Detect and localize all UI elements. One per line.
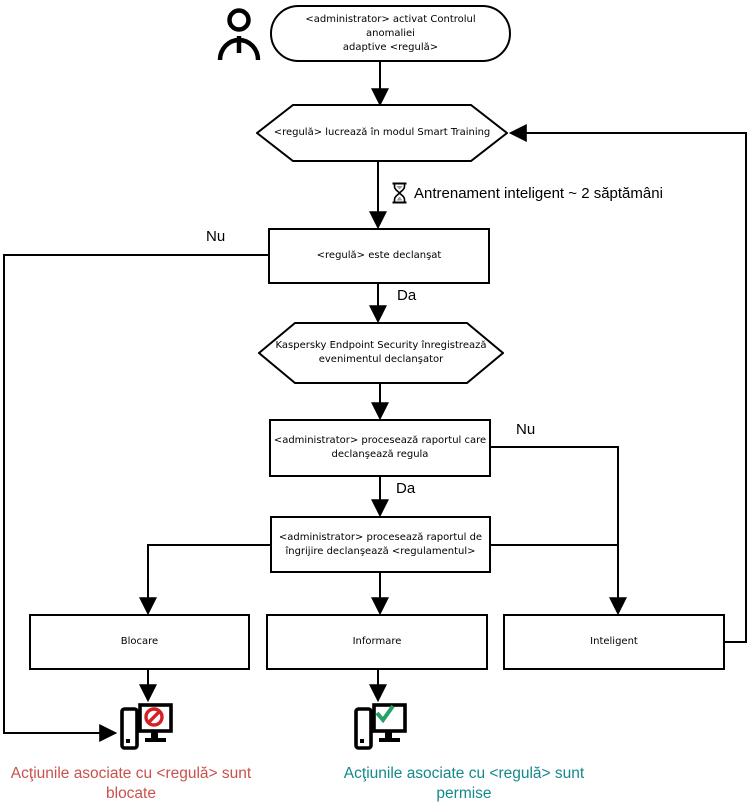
label-no-triggered: Nu	[206, 228, 226, 245]
caption-blocked: Acţiunile asociate cu <regulă> sunt bloc…	[10, 765, 252, 803]
training-duration: Antrenament inteligent ~ 2 săptămâni	[392, 182, 663, 204]
node-kes-logs-text: Kaspersky Endpoint Security înregistreaz…	[275, 340, 487, 365]
label-no-report: Nu	[516, 421, 536, 438]
node-report-care-text: <administrator> procesează raportul de î…	[278, 531, 483, 557]
node-smart-text: Inteligent	[590, 636, 638, 647]
edge-smart-loop-to-training	[508, 124, 747, 643]
hourglass-icon	[392, 182, 407, 204]
edge-report-no-to-smart	[491, 446, 627, 616]
deny-badge	[144, 707, 164, 727]
node-start: <administrator> activat Controlul anomal…	[270, 5, 511, 62]
hexagon-shape	[256, 104, 508, 162]
check-badge	[375, 704, 395, 724]
computer-allowed-icon	[353, 701, 407, 755]
person-icon	[216, 6, 262, 66]
node-smart-training-text: <regulă> lucrează în modul Smart Trainin…	[273, 127, 491, 138]
edge-care-to-block	[139, 544, 270, 616]
node-smart: Inteligent	[503, 614, 725, 670]
node-inform-text: Informare	[352, 636, 402, 647]
node-block-text: Blocare	[120, 636, 159, 647]
hexagon-shape	[258, 322, 504, 384]
node-report-care: <administrator> procesează raportul de î…	[270, 516, 491, 573]
node-start-text: <administrator> activat Controlul anomal…	[305, 13, 476, 53]
label-yes-triggered: Da	[397, 287, 417, 304]
label-yes-report: Da	[396, 480, 416, 497]
computer-blocked-icon	[119, 701, 173, 755]
node-inform: Informare	[266, 614, 488, 670]
node-report-processed-text: <administrator> procesează raportul care…	[273, 435, 487, 460]
node-kes-logs: Kaspersky Endpoint Security înregistreaz…	[258, 322, 504, 384]
node-block: Blocare	[29, 614, 250, 670]
training-duration-label: Antrenament inteligent ~ 2 săptămâni	[414, 184, 663, 202]
caption-allowed: Acţiunile asociate cu <regulă> sunt perm…	[343, 765, 585, 803]
node-rule-triggered-text: <regulă> este declanşat	[316, 250, 442, 261]
node-smart-training: <regulă> lucrează în modul Smart Trainin…	[256, 104, 508, 162]
node-report-processed: <administrator> procesează raportul care…	[269, 419, 491, 477]
edge-triggered-no-loop	[3, 254, 268, 742]
node-rule-triggered: <regulă> este declanşat	[268, 228, 490, 284]
